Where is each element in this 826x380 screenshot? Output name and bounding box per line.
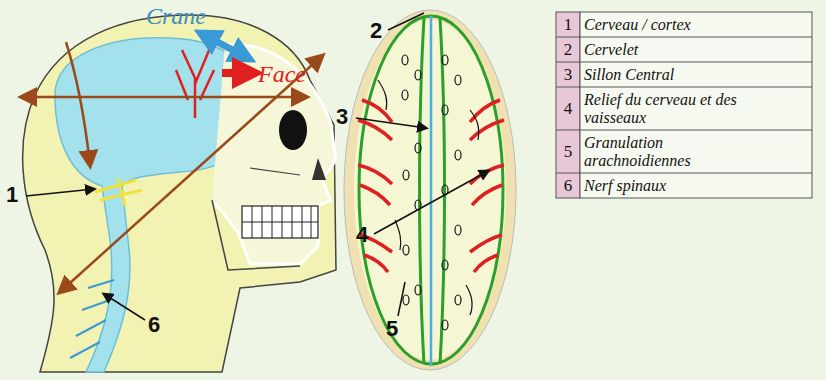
- direction-label: Face: [258, 62, 306, 86]
- callout-number: 3: [336, 106, 348, 128]
- table-cell: Sillon Central: [584, 62, 764, 87]
- callout-number: 4: [356, 224, 368, 246]
- table-cell: 5: [556, 130, 580, 173]
- table-cell: 1: [556, 12, 580, 37]
- callout-number: 2: [370, 20, 382, 42]
- table-cell: Cerveau / cortex: [584, 12, 764, 37]
- table-cell: 3: [556, 62, 580, 87]
- table-cell: Granulation arachnoidiennes: [584, 130, 764, 173]
- table-cell: 4: [556, 87, 580, 130]
- table-cell: Relief du cerveau et des vaisseaux: [584, 87, 764, 130]
- direction-label: Crane: [146, 4, 206, 28]
- callout-number: 1: [6, 184, 18, 206]
- callout-number: 5: [386, 318, 398, 340]
- table-cell: Nerf spinaux: [584, 173, 764, 198]
- table-cell: 2: [556, 37, 580, 62]
- table-cell: 6: [556, 173, 580, 198]
- table-cell: Cervelet: [584, 37, 764, 62]
- callout-number: 6: [148, 314, 160, 336]
